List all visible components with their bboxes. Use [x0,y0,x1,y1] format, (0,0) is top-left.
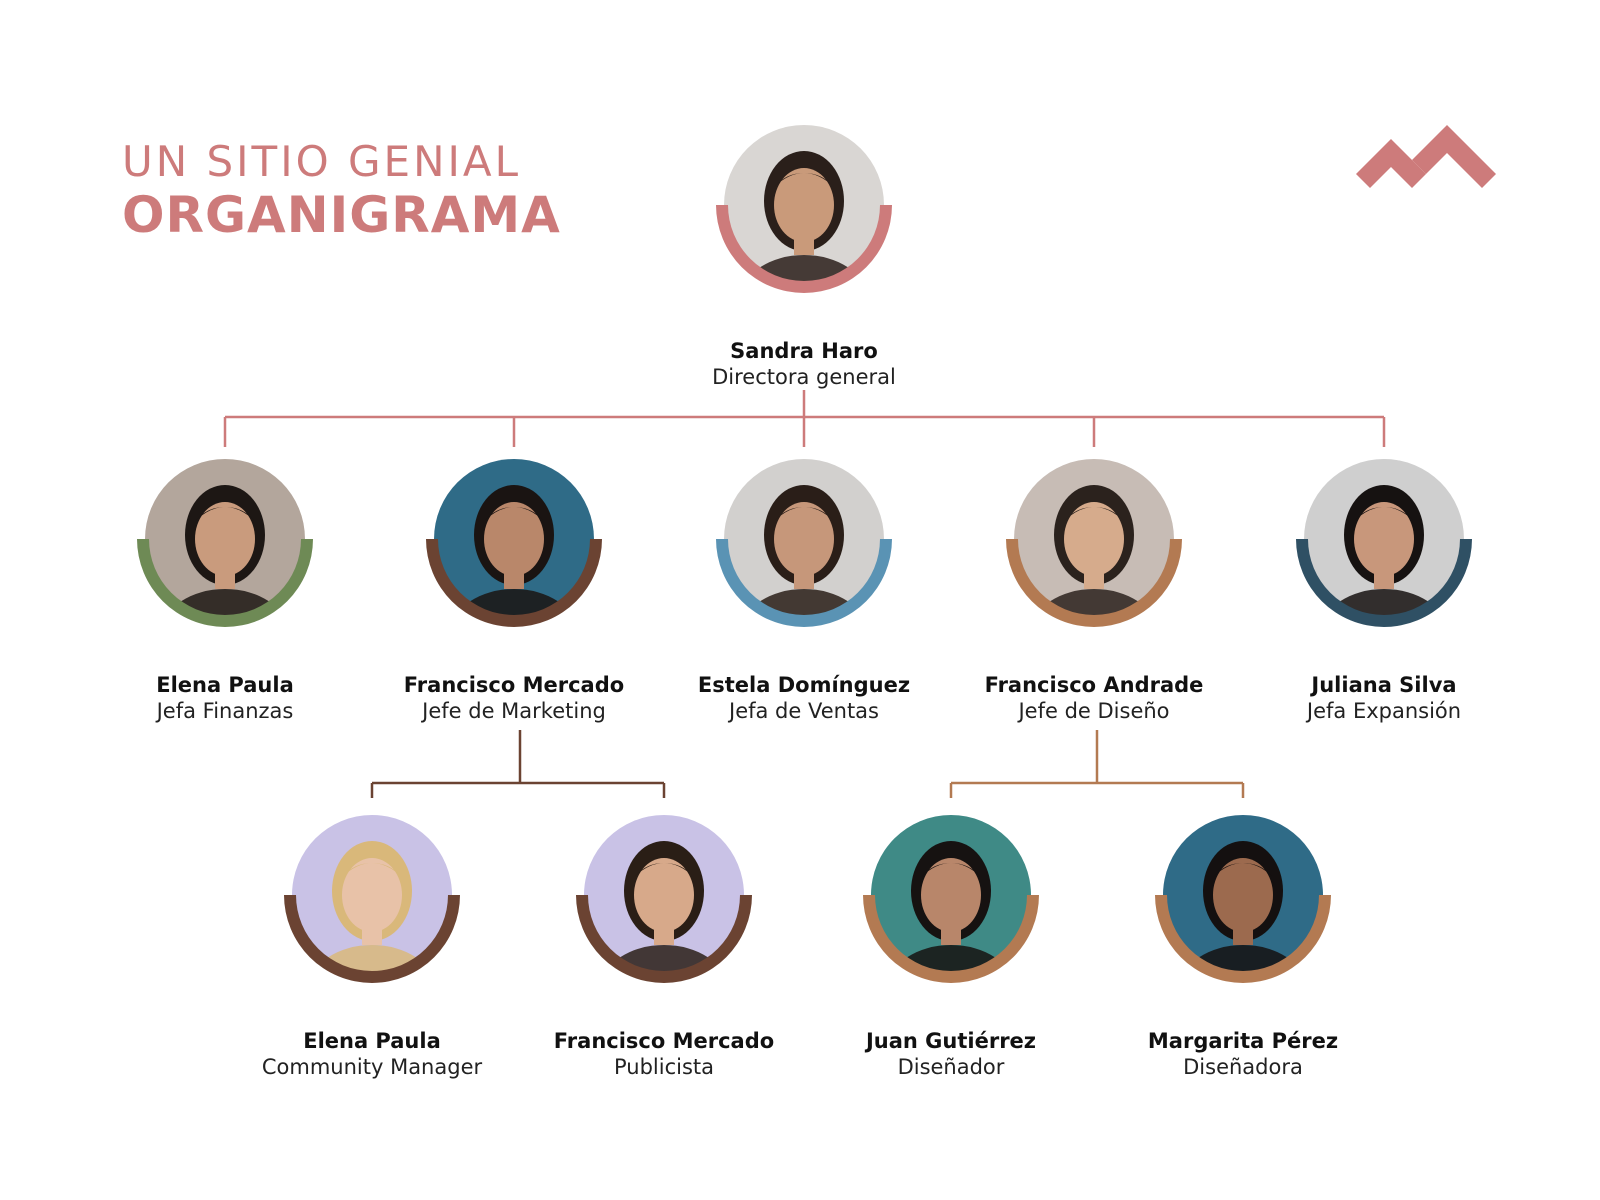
portrait-icon [137,459,313,627]
avatar [712,455,896,639]
org-node-juliana[interactable]: Juliana Silva Jefa Expansión [1264,455,1504,723]
portrait-icon [576,815,752,983]
portrait-icon [284,815,460,983]
avatar [422,455,606,639]
person-name: Juliana Silva [1311,673,1457,697]
avatar [280,811,464,995]
person-name: Francisco Andrade [984,673,1204,697]
avatar [712,121,896,305]
org-node-francisco-publicista[interactable]: Francisco Mercado Publicista [544,811,784,1079]
portrait-icon [716,459,892,627]
person-role: Diseñadora [1183,1055,1303,1079]
avatar [859,811,1043,995]
person-role: Community Manager [261,1055,483,1079]
person-name: Elena Paula [303,1029,441,1053]
portrait-icon [1006,459,1182,627]
org-node-sandra[interactable]: Sandra Haro Directora general [684,121,924,389]
org-node-elena[interactable]: Elena Paula Jefa Finanzas [105,455,345,723]
org-node-francisco-mercado[interactable]: Francisco Mercado Jefe de Marketing [394,455,634,723]
org-node-elena-community[interactable]: Elena Paula Community Manager [252,811,492,1079]
avatar [1292,455,1476,639]
person-name: Francisco Mercado [403,673,625,697]
twin-chevron-logo-icon [1356,125,1496,188]
portrait-icon [1155,815,1331,983]
person-role: Jefe de Diseño [1018,699,1170,723]
person-role: Jefa Expansión [1306,699,1462,723]
avatar [1002,455,1186,639]
person-role: Jefa de Ventas [729,699,879,723]
chart-title: ORGANIGRAMA [122,186,561,244]
org-node-estela[interactable]: Estela Domínguez Jefa de Ventas [684,455,924,723]
person-name: Margarita Pérez [1147,1029,1339,1053]
person-name: Elena Paula [156,673,294,697]
company-name: UN SITIO GENIAL [122,137,522,186]
org-node-juan[interactable]: Juan Gutiérrez Diseñador [831,811,1071,1079]
person-role: Diseñador [897,1055,1005,1079]
person-role: Jefe de Marketing [422,699,606,723]
portrait-icon [1296,459,1472,627]
portrait-icon [716,125,892,293]
avatar [133,455,317,639]
portrait-icon [863,815,1039,983]
org-node-francisco-andrade[interactable]: Francisco Andrade Jefe de Diseño [974,455,1214,723]
avatar [572,811,756,995]
person-role: Jefa Finanzas [156,699,294,723]
org-node-margarita[interactable]: Margarita Pérez Diseñadora [1123,811,1363,1079]
person-name: Francisco Mercado [553,1029,775,1053]
person-name: Estela Domínguez [697,673,911,697]
person-name: Sandra Haro [730,339,878,363]
avatar [1151,811,1335,995]
person-role: Directora general [712,365,896,389]
person-name: Juan Gutiérrez [865,1029,1037,1053]
portrait-icon [426,459,602,627]
person-role: Publicista [613,1055,715,1079]
brand-header: UN SITIO GENIAL ORGANIGRAMA [122,137,561,245]
